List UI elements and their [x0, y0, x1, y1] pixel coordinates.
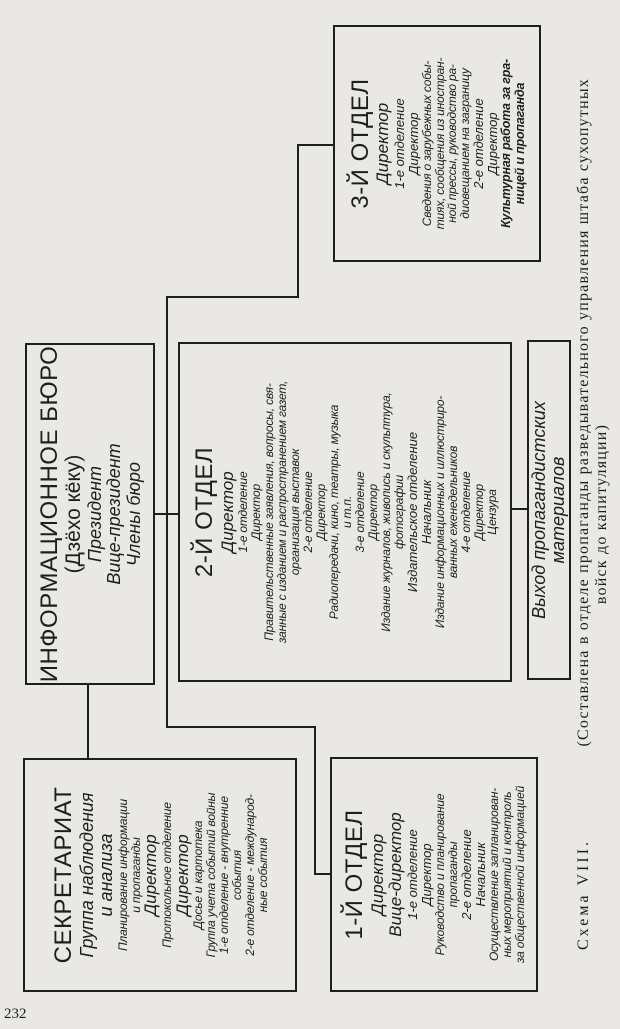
- dept1-line: за общественной информацией: [512, 785, 527, 964]
- dept1-line: Директор: [367, 833, 387, 916]
- dept2-line: Директор: [471, 484, 486, 540]
- dept3-line: Культурная работа за гра-: [499, 59, 514, 228]
- dept3-line: Директор: [373, 102, 393, 185]
- bureau-line: (Дзёхо кёку): [62, 454, 86, 574]
- secretariat-line: Директор: [141, 834, 161, 916]
- bureau-line: Члены бюро: [123, 461, 144, 567]
- dept3-line: Сведения о зарубежных собы-: [419, 60, 434, 227]
- connector-spine-dept1-b: [314, 726, 316, 875]
- dept1-line: ных мероприятий и контроль: [499, 791, 514, 958]
- secretariat-line: Группа наблюдения: [76, 792, 97, 958]
- connector-dept2-output: [511, 508, 528, 510]
- dept2-line: 3-е отделение: [352, 471, 367, 553]
- information-bureau-box: ИНФОРМАЦИОННОЕ БЮРО(Дзёхо кёку)Президент…: [25, 343, 155, 685]
- dept2-line: Директор: [218, 471, 237, 553]
- dept3-line: ницей и пропаганда: [512, 82, 527, 205]
- connector-spine-dept1-c: [314, 873, 331, 875]
- connector-spine-dept1-a: [166, 726, 316, 728]
- dept1-line: Вице-директор: [386, 812, 406, 937]
- page-number: 232: [4, 1006, 27, 1022]
- secretariat-line: Протокольное отделение: [159, 802, 174, 948]
- output-line: Выход пропагандистских: [528, 401, 549, 619]
- scheme-label: Схема VIII.: [575, 838, 592, 950]
- dept2-line: Начальник: [418, 479, 434, 545]
- bureau-line: Вице-президент: [104, 443, 125, 585]
- connector-spine-dept3-c: [297, 144, 334, 146]
- secretariat-line: Директор: [172, 834, 192, 916]
- dept1-line: пропаганды: [445, 841, 460, 908]
- bureau-line: Президент: [84, 465, 105, 563]
- dept1-line: 2-е отделение: [458, 829, 474, 920]
- dept2-line: Директор: [365, 484, 380, 540]
- connector-spine: [166, 296, 168, 728]
- secretariat-line: ные события: [255, 837, 270, 913]
- connector-spine-dept3-a: [166, 296, 299, 298]
- dept1-line: Осуществление запланирован-: [486, 787, 501, 962]
- dept1-line: 1-Й ОТДЕЛ: [341, 809, 369, 940]
- dept2-line: и т.п.: [339, 496, 354, 528]
- dept2-line: 4-е отделение: [458, 471, 473, 553]
- dept3-line: Директор: [485, 112, 501, 175]
- dept2-line: Цензура: [484, 489, 499, 535]
- dept2-line: Издание журналов, живопись и скульптура,: [378, 392, 393, 632]
- dept2-line: ванных еженедельников: [445, 445, 460, 579]
- secretariat-line: и анализа: [96, 833, 117, 917]
- dept1-line: Начальник: [472, 842, 488, 907]
- caption-line-1: Схема VIII. (Составлена в отделе пропага…: [575, 78, 593, 950]
- secretariat-line: 2-е отделение - международ-: [242, 794, 257, 956]
- dept1-line: Руководство и планирование: [432, 793, 447, 956]
- connector-spine-dept3-b: [297, 144, 299, 298]
- connector-secretariat-bureau: [87, 684, 89, 759]
- secretariat-line: СЕКРЕТАРИАТ: [50, 786, 78, 964]
- dept3-line: Директор: [405, 112, 421, 175]
- caption-text: (Составлена в отделе пропаганды разведыв…: [575, 78, 592, 747]
- dept2-line: 2-Й ОТДЕЛ: [191, 446, 219, 578]
- dept1-line: Директор: [418, 843, 434, 906]
- secretariat-line: Планирование информации: [115, 799, 130, 951]
- dept2-line: фотографии: [391, 475, 406, 550]
- dept3-line: 1-е отделение: [391, 98, 407, 189]
- caption-line-2: войск до капитуляции): [593, 78, 611, 950]
- dept2-line: Издание информационных и иллюстриро-: [432, 395, 447, 629]
- bureau-line: ИНФОРМАЦИОННОЕ БЮРО: [35, 345, 63, 683]
- dept3-line: 2-е отделение: [471, 98, 487, 189]
- output-line: материалов: [548, 456, 568, 564]
- dept2-line: Издательское отделение: [404, 431, 420, 593]
- dept3-line: 3-Й ОТДЕЛ: [346, 78, 374, 209]
- caption-text-2: войск до капитуляции): [593, 423, 610, 605]
- dept1-line: 1-е отделение: [404, 829, 420, 920]
